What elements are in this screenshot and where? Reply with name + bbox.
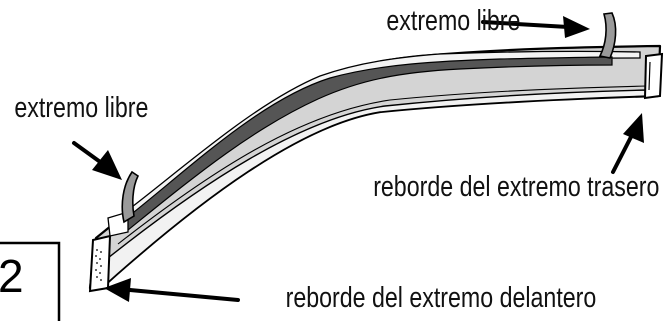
tape-liner-free-end-left (121, 170, 140, 224)
arrow-icon (611, 133, 634, 174)
arrow-free-end-left (72, 141, 122, 180)
rear-end-flange (643, 52, 664, 100)
adhesive-tape (123, 56, 613, 231)
label-free-end-top: extremo libre (386, 3, 520, 36)
arrow-rear-flange (611, 113, 644, 174)
arrow-icon (481, 20, 570, 29)
label-rear-flange: reborde del extremo trasero (373, 169, 659, 202)
label-front-flange: reborde del extremo delantero (286, 280, 597, 313)
visor-inner-line (117, 85, 649, 245)
tape-liner-free-end-top (598, 12, 617, 59)
visor-diagram (88, 12, 664, 293)
step-number: 2 (0, 250, 24, 302)
arrow-icon (128, 288, 240, 302)
front-end-flange (88, 234, 112, 293)
arrow-front-flange (104, 278, 240, 302)
arrow-free-end-top (481, 16, 590, 38)
front-flange-texture (95, 249, 102, 281)
visor-body (88, 44, 662, 290)
step-number-box: 2 (0, 241, 61, 321)
arrow-icon (72, 141, 105, 166)
label-free-end-left: extremo libre (14, 90, 148, 123)
